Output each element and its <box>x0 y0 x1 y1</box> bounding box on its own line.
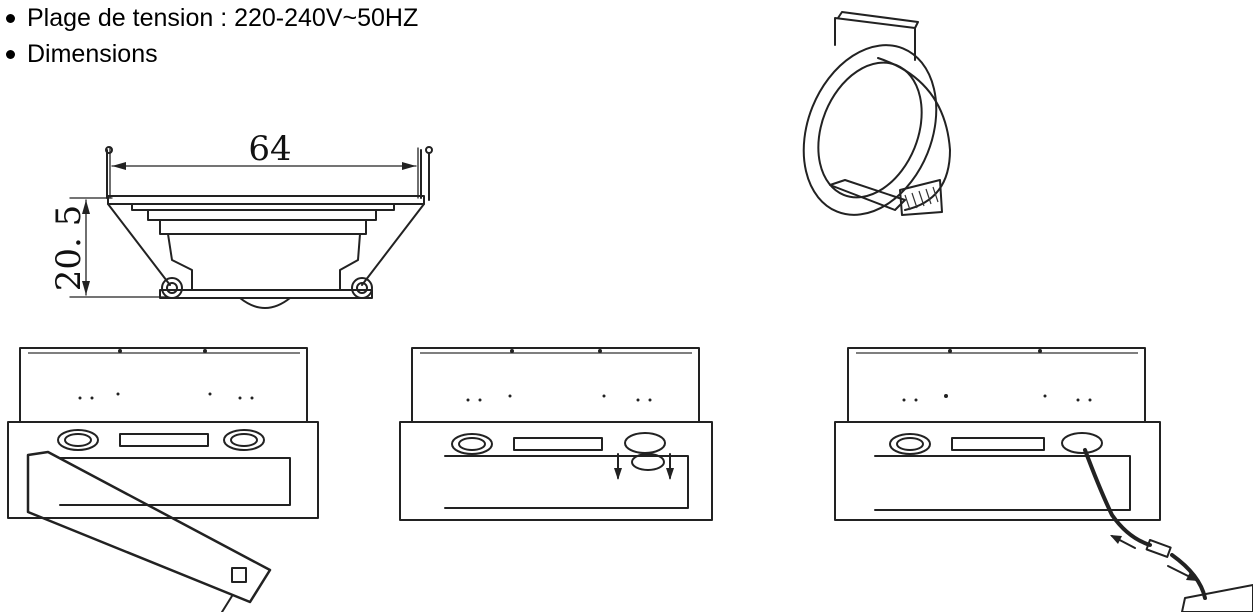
spec-list: Plage de tension : 220-240V~50HZ Dimensi… <box>0 0 418 72</box>
hood-diagram-cable <box>834 347 1253 612</box>
bullet-dimensions: Dimensions <box>0 36 418 72</box>
hood-diagram-filter <box>7 347 319 612</box>
height-dimension-label: 20. 5 <box>49 205 89 292</box>
width-dimension-label: 64 <box>248 129 291 169</box>
bullet-voltage: Plage de tension : 220-240V~50HZ <box>0 0 418 36</box>
side-view-drawing: 64 20. 5 <box>49 129 433 309</box>
hood-diagram-spotlight <box>399 347 713 521</box>
downlight-perspective <box>802 11 951 216</box>
